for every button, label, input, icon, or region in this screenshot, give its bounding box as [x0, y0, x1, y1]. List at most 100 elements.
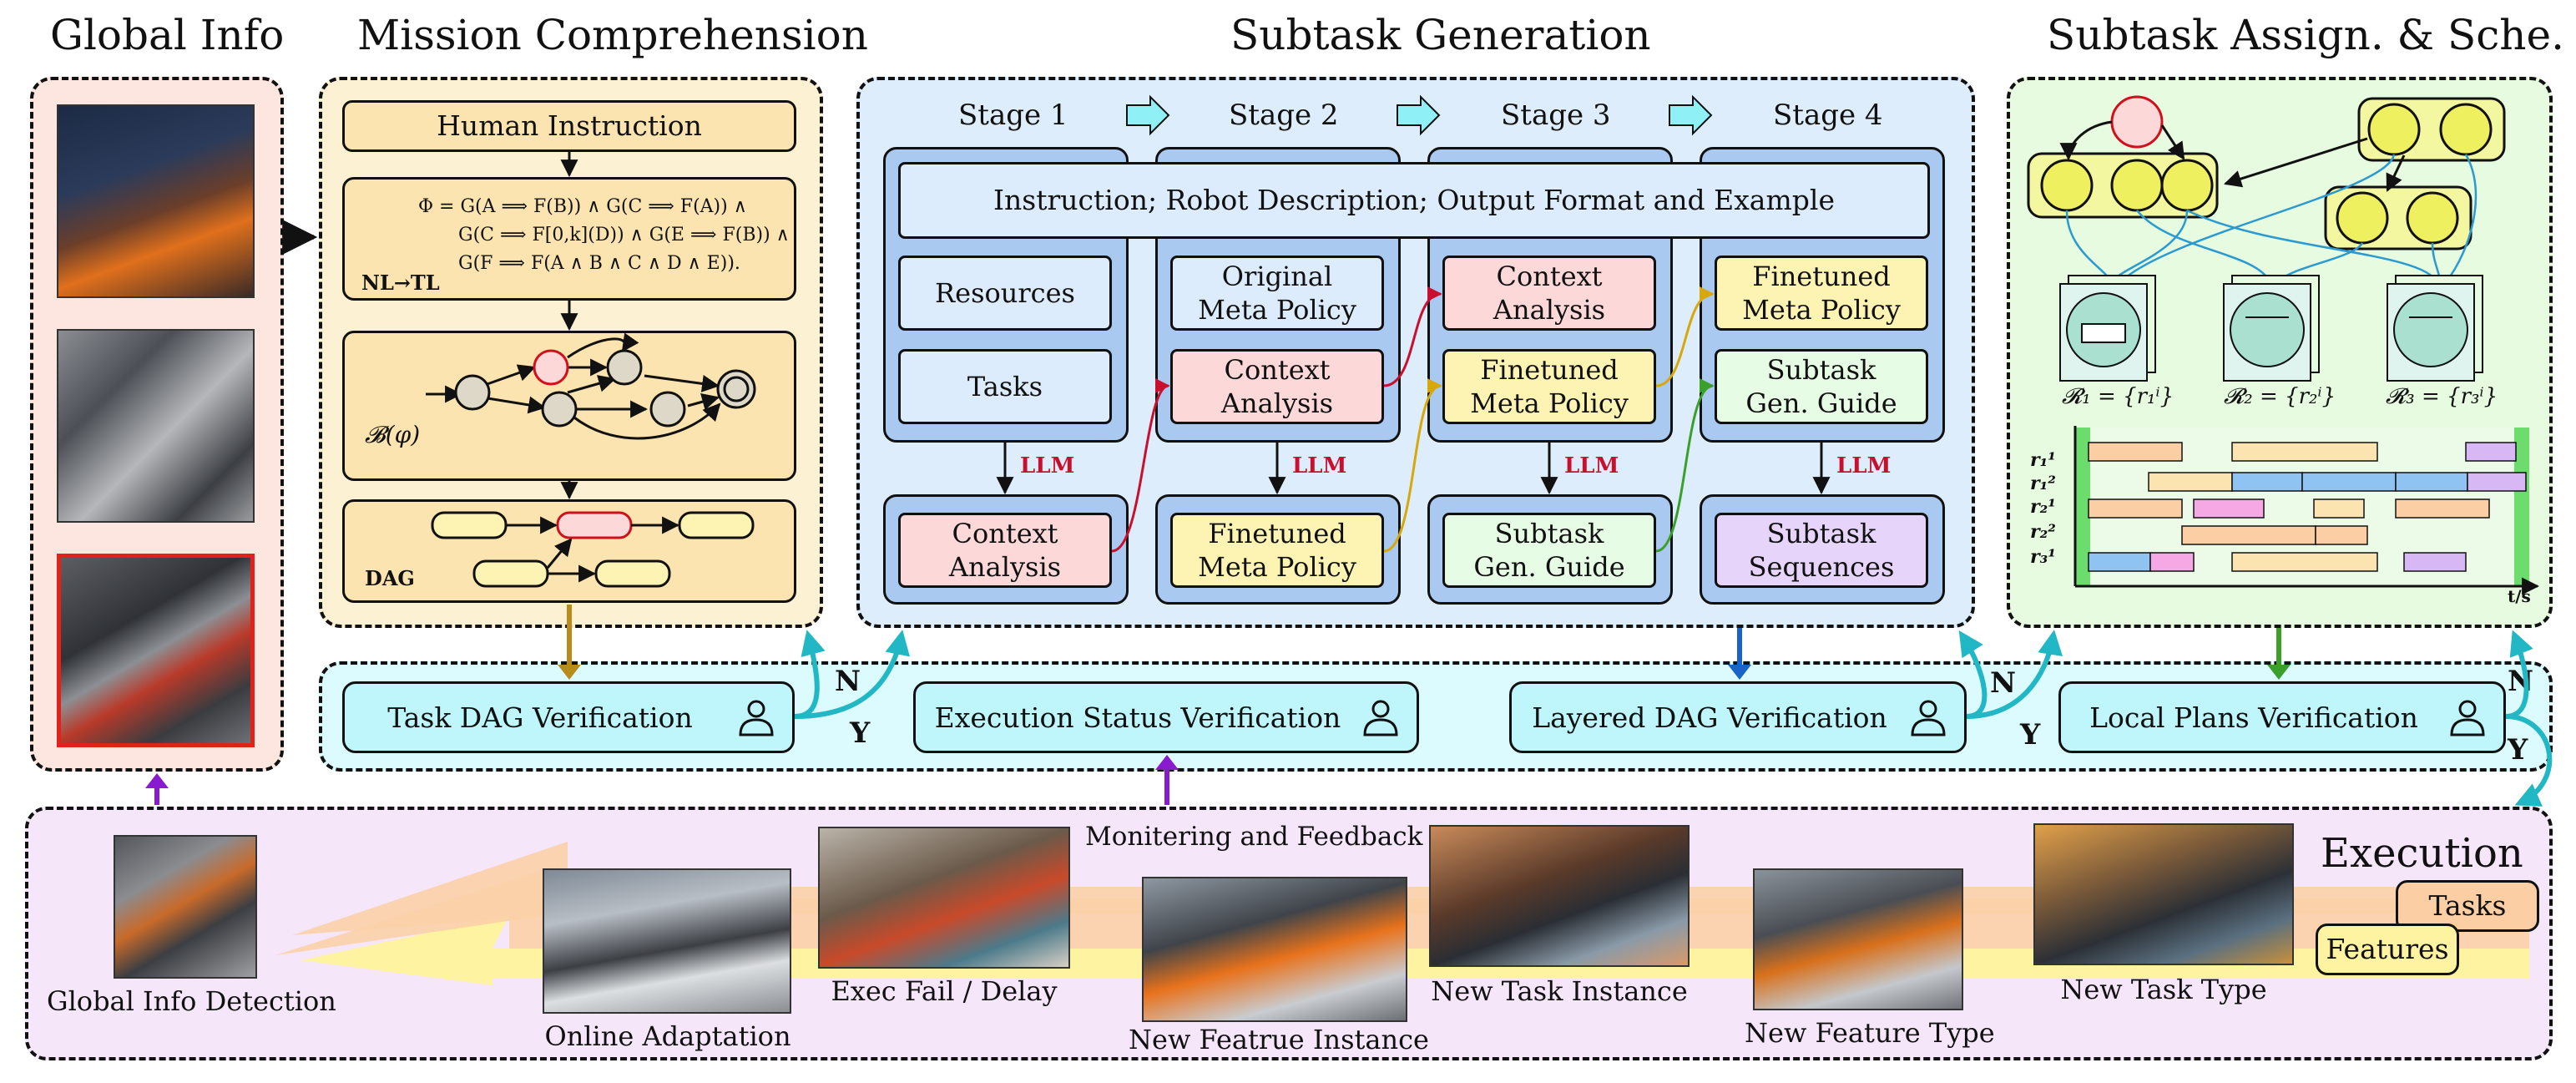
robot-heavy-drone-icon	[2387, 275, 2483, 382]
global-info-title: Global Info	[50, 11, 285, 59]
stage-1-context-analysis-text: Context Analysis	[948, 518, 1062, 583]
global-info-detection-photo	[114, 835, 257, 979]
nl-tl-label: NL→TL	[361, 271, 440, 295]
dag-label: DAG	[365, 566, 415, 590]
caption-new-task-type: New Task Type	[2060, 974, 2267, 1005]
robot-drone-icon	[2223, 275, 2320, 382]
original-meta-policy-box: Original Meta Policy	[1170, 256, 1384, 331]
caption-exec-fail-delay: Exec Fail / Delay	[831, 975, 1058, 1007]
stage-4-finetuned-meta-policy-box: Finetuned Meta Policy	[1715, 256, 1928, 331]
subtask-assign-title: Subtask Assign. & Sche.	[2047, 11, 2564, 59]
gantt-row-label-1: r₁¹	[2030, 449, 2056, 471]
formula-line-1: Φ = G(A ⟹ F(B)) ∧ G(C ⟹ F(A)) ∧	[418, 196, 747, 217]
robot-set-2-label: 𝓡₂ = {r₂ⁱ}	[2224, 384, 2336, 409]
caption-new-feature-type: New Feature Type	[1745, 1017, 1995, 1049]
layered-dag-verification-text: Layered DAG Verification	[1532, 701, 1887, 734]
resources-text: Resources	[935, 277, 1075, 309]
features-legend-text: Features	[2326, 933, 2449, 965]
yes-label-3: Y	[2508, 733, 2528, 767]
stage-2-finetuned-meta-policy-text: Finetuned Meta Policy	[1198, 518, 1356, 583]
stage-3-label: Stage 3	[1501, 99, 1611, 132]
resources-box: Resources	[898, 256, 1112, 331]
llm-label-4: LLM	[1836, 453, 1892, 478]
stage-3-finetuned-meta-policy-text: Finetuned Meta Policy	[1470, 354, 1629, 419]
no-label-1: N	[835, 665, 861, 698]
execution-status-verification-box: Execution Status Verification	[913, 681, 1419, 753]
collapsed-building-photo	[57, 329, 255, 523]
dag-graph	[431, 511, 755, 588]
stage-2-label: Stage 2	[1229, 99, 1339, 132]
stage-3-subtask-gen-guide-text: Subtask Gen. Guide	[1473, 518, 1625, 583]
execution-status-verification-text: Execution Status Verification	[934, 701, 1341, 734]
mission-comprehension-title: Mission Comprehension	[357, 11, 868, 59]
caption-new-feature-instance: New Featrue Instance	[1129, 1024, 1429, 1055]
monitoring-feedback-label: Monitering and Feedback	[1085, 822, 1423, 852]
caption-global-info-detection: Global Info Detection	[47, 985, 336, 1017]
robot-set-3-label: 𝓡₃ = {r₃ⁱ}	[2386, 384, 2498, 409]
person-icon	[1911, 700, 1946, 736]
stage-2-context-analysis-box: Context Analysis	[1170, 349, 1384, 424]
formula-line-2: G(C ⟹ F[0,k](D)) ∧ G(E ⟹ F(B)) ∧	[458, 225, 790, 245]
gantt-row-label-2: r₁²	[2030, 473, 2056, 494]
llm-label-2: LLM	[1292, 453, 1347, 478]
human-instruction-box: Human Instruction	[342, 100, 796, 152]
tasks-text: Tasks	[967, 371, 1043, 402]
instruction-banner: Instruction; Robot Description; Output F…	[898, 162, 1930, 239]
stage-2-context-analysis-text: Context Analysis	[1220, 354, 1334, 419]
subtask-sequences-box: Subtask Sequences	[1715, 513, 1928, 588]
llm-label-1: LLM	[1020, 453, 1075, 478]
person-icon	[739, 700, 774, 736]
stage-3-subtask-gen-guide-box: Subtask Gen. Guide	[1442, 513, 1656, 588]
robot-ground-icon	[2059, 275, 2156, 382]
llm-label-3: LLM	[1564, 453, 1619, 478]
exec-fail-delay-photo	[818, 827, 1070, 969]
new-task-type-photo	[2033, 823, 2294, 965]
new-feature-type-photo	[1753, 868, 1963, 1010]
no-label-3: N	[2508, 665, 2534, 698]
stage-3-context-analysis-text: Context Analysis	[1493, 261, 1606, 326]
stage-4-subtask-gen-guide-text: Subtask Gen. Guide	[1745, 354, 1897, 419]
task-dag-verification-box: Task DAG Verification	[342, 681, 795, 753]
person-icon	[1363, 700, 1398, 736]
subtask-sequences-text: Subtask Sequences	[1748, 518, 1895, 583]
caption-new-task-instance: New Task Instance	[1431, 975, 1688, 1007]
debris-fire-photo	[57, 554, 255, 747]
tasks-box: Tasks	[898, 349, 1112, 424]
human-instruction-label: Human Instruction	[437, 109, 702, 142]
nl-tl-box: Φ = G(A ⟹ F(B)) ∧ G(C ⟹ F(A)) ∧ G(C ⟹ F[…	[342, 177, 796, 301]
stage-3-finetuned-meta-policy-box: Finetuned Meta Policy	[1442, 349, 1656, 424]
stage-4-subtask-gen-guide-box: Subtask Gen. Guide	[1715, 349, 1928, 424]
robot-set-1-label: 𝓡₁ = {r₁ⁱ}	[2062, 384, 2174, 409]
yes-label-2: Y	[2020, 718, 2041, 752]
layered-dag-verification-box: Layered DAG Verification	[1509, 681, 1967, 753]
assignment-graph	[2027, 95, 2506, 251]
tasks-legend: Tasks	[2396, 880, 2539, 932]
execution-title: Execution	[2321, 830, 2523, 877]
formula-line-3: G(F ⟹ F(A ∧ B ∧ C ∧ D ∧ E)).	[458, 253, 740, 274]
yes-label-1: Y	[850, 716, 871, 750]
stage-1-label: Stage 1	[958, 99, 1068, 132]
buchi-graph	[426, 332, 756, 440]
task-dag-verification-text: Task DAG Verification	[387, 701, 693, 734]
tasks-legend-text: Tasks	[2428, 889, 2507, 922]
online-adaptation-photo	[543, 868, 791, 1014]
no-label-2: N	[1990, 666, 2017, 700]
stage-4-label: Stage 4	[1773, 99, 1883, 132]
features-legend: Features	[2316, 924, 2459, 975]
local-plans-verification-box: Local Plans Verification	[2058, 681, 2506, 753]
stage-3-context-analysis-box: Context Analysis	[1442, 256, 1656, 331]
subtask-generation-title: Subtask Generation	[1230, 11, 1651, 59]
city-fire-photo	[57, 104, 255, 298]
instruction-banner-text: Instruction; Robot Description; Output F…	[993, 184, 1835, 216]
stage-1-context-analysis-box: Context Analysis	[898, 513, 1112, 588]
gantt-row-label-3: r₂¹	[2030, 496, 2056, 518]
gantt-chart	[2073, 426, 2540, 595]
gantt-row-label-4: r₂²	[2030, 521, 2056, 543]
local-plans-verification-text: Local Plans Verification	[2089, 701, 2418, 734]
new-feature-instance-photo	[1142, 877, 1407, 1022]
stage-2-finetuned-meta-policy-box: Finetuned Meta Policy	[1170, 513, 1384, 588]
buchi-label: 𝓑(φ)	[365, 421, 421, 448]
original-meta-policy-text: Original Meta Policy	[1198, 261, 1356, 326]
caption-online-adaptation: Online Adaptation	[544, 1020, 791, 1052]
